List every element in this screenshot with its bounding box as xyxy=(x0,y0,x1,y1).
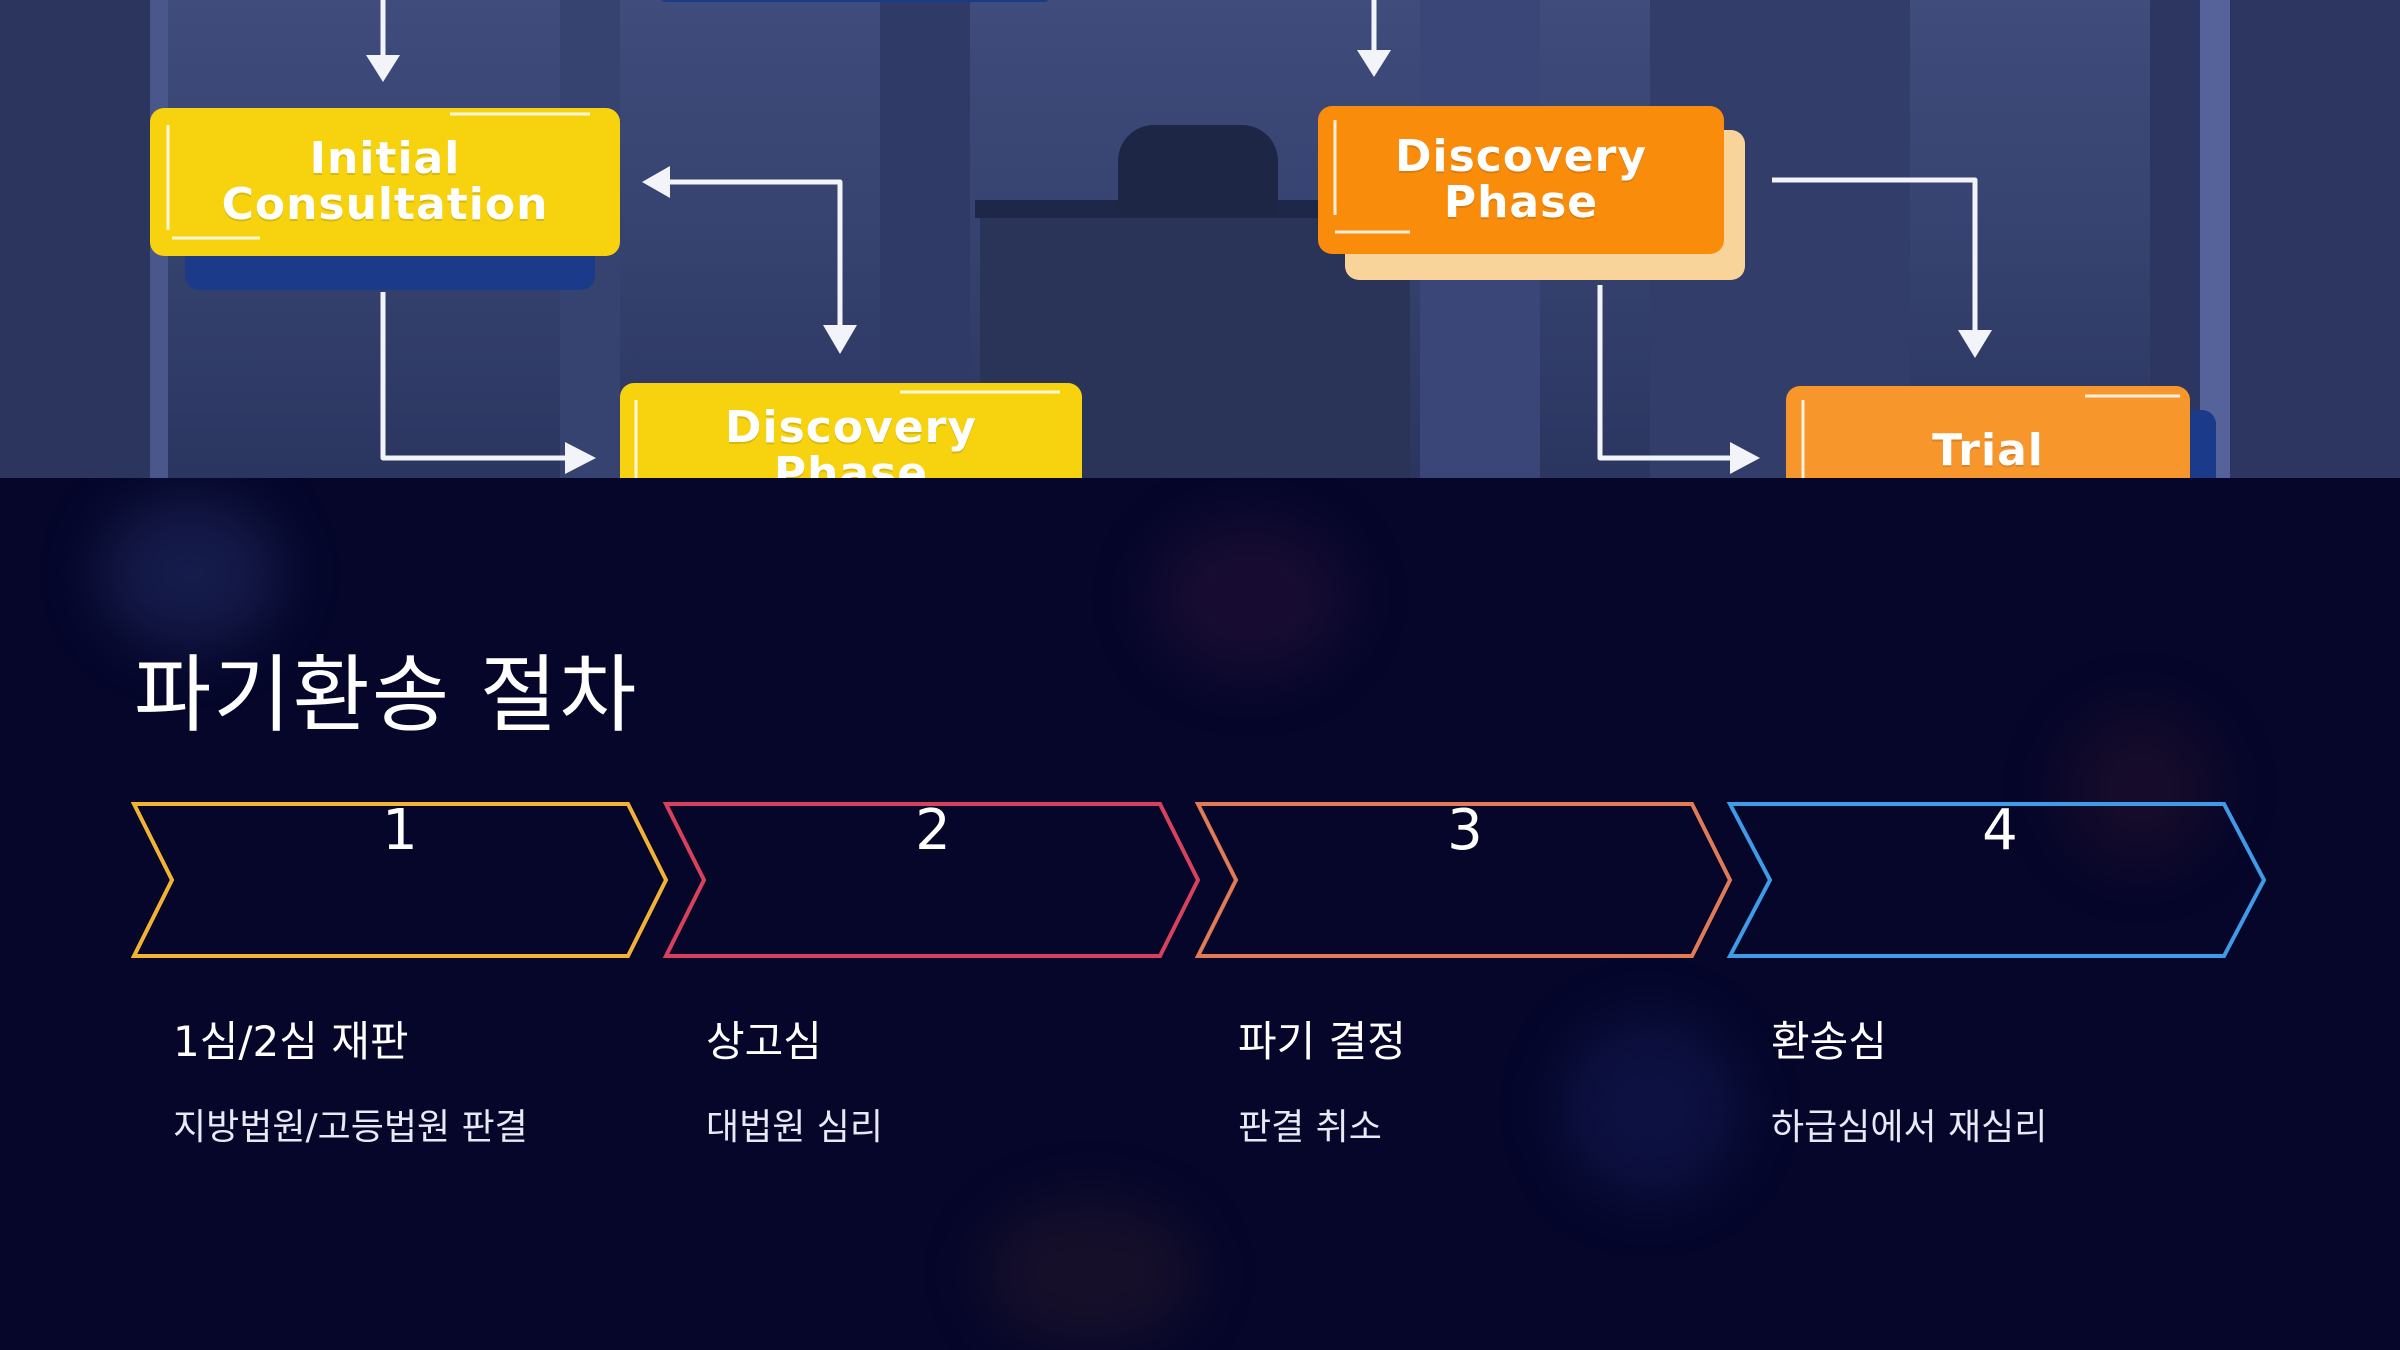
step-desc-2: 대법원 심리 xyxy=(706,1107,884,1148)
building-column xyxy=(2150,0,2400,478)
step-number-1: 1 xyxy=(382,798,418,863)
box-shadow xyxy=(660,0,1050,2)
page-title: 파기환송 절차 xyxy=(134,646,639,744)
process-steps-chevrons xyxy=(130,802,2267,958)
building-column xyxy=(2200,0,2230,478)
flow-box-label: Trial xyxy=(1932,425,2044,476)
flow-box-trial: Trial xyxy=(1786,386,2190,478)
step-title-4: 환송심 xyxy=(1771,1017,1887,1066)
flow-arrows xyxy=(166,0,2180,478)
step-chevron-2 xyxy=(662,802,1201,958)
step-title-3: 파기 결정 xyxy=(1238,1017,1406,1066)
step-number-4: 4 xyxy=(1982,798,2018,863)
background-glow xyxy=(2060,708,2220,868)
step-chevron-3 xyxy=(1194,802,1733,958)
step-desc-1: 지방법원/고등법원 판결 xyxy=(173,1107,528,1148)
step-title-1: 1심/2심 재판 xyxy=(173,1017,409,1066)
slide-content: 파기환송 절차 1 2 3 4 1심/2심 재판 상고심 파기 결정 환송심 지… xyxy=(0,478,2400,1350)
step-number-3: 3 xyxy=(1447,798,1483,863)
step-desc-3: 판결 취소 xyxy=(1238,1107,1382,1148)
step-title-2: 상고심 xyxy=(706,1017,822,1066)
step-number-2: 2 xyxy=(915,798,951,863)
step-chevron-4 xyxy=(1726,802,2267,958)
step-desc-4: 하급심에서 재심리 xyxy=(1771,1107,2048,1148)
building-column xyxy=(0,0,150,478)
background-glow xyxy=(980,1198,1200,1348)
background-glow xyxy=(1560,1018,1740,1198)
background-glow xyxy=(1150,518,1350,678)
judge-chair xyxy=(1118,125,1278,215)
background-glow xyxy=(100,498,280,648)
step-chevron-1 xyxy=(130,802,669,958)
